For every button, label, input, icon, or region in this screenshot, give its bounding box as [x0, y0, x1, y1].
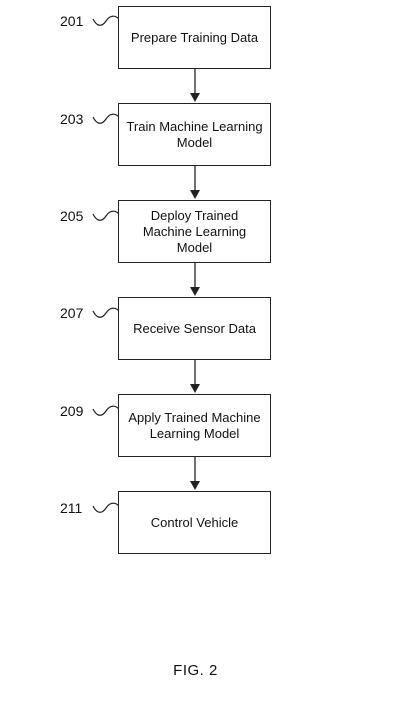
arrow-201-to-203: [190, 69, 200, 102]
leader-line-207: [92, 307, 120, 318]
arrow-207-to-209: [190, 360, 200, 393]
step-label: Receive Sensor Data: [133, 320, 256, 336]
step-label: Deploy Trained Machine Learning Model: [142, 207, 247, 255]
arrow-203-to-205: [190, 166, 200, 199]
step-box-deploy-trained-model: Deploy Trained Machine Learning Model: [118, 200, 271, 263]
reference-number-203: 203: [60, 111, 84, 127]
reference-number-211: 211: [60, 500, 83, 516]
leader-line-205: [92, 210, 120, 221]
leader-line-203: [92, 113, 120, 124]
figure-caption: FIG. 2: [173, 662, 218, 679]
reference-number-205: 205: [60, 208, 84, 224]
reference-number-207: 207: [60, 305, 84, 321]
step-box-apply-trained-model: Apply Trained Machine Learning Model: [118, 394, 271, 457]
leader-line-209: [92, 405, 120, 416]
step-label: Apply Trained Machine Learning Model: [128, 409, 261, 441]
step-box-prepare-training-data: Prepare Training Data: [118, 6, 271, 69]
step-box-control-vehicle: Control Vehicle: [118, 491, 271, 554]
arrow-209-to-211: [190, 457, 200, 490]
reference-number-209: 209: [60, 403, 84, 419]
leader-line-201: [92, 15, 120, 26]
step-label: Control Vehicle: [150, 514, 239, 530]
step-label: Prepare Training Data: [130, 29, 259, 45]
step-label: Train Machine Learning Model: [126, 118, 263, 150]
step-box-train-machine-learning-model: Train Machine Learning Model: [118, 103, 271, 166]
step-box-receive-sensor-data: Receive Sensor Data: [118, 297, 271, 360]
arrow-205-to-207: [190, 263, 200, 296]
reference-number-201: 201: [60, 13, 84, 29]
leader-line-211: [92, 502, 120, 513]
